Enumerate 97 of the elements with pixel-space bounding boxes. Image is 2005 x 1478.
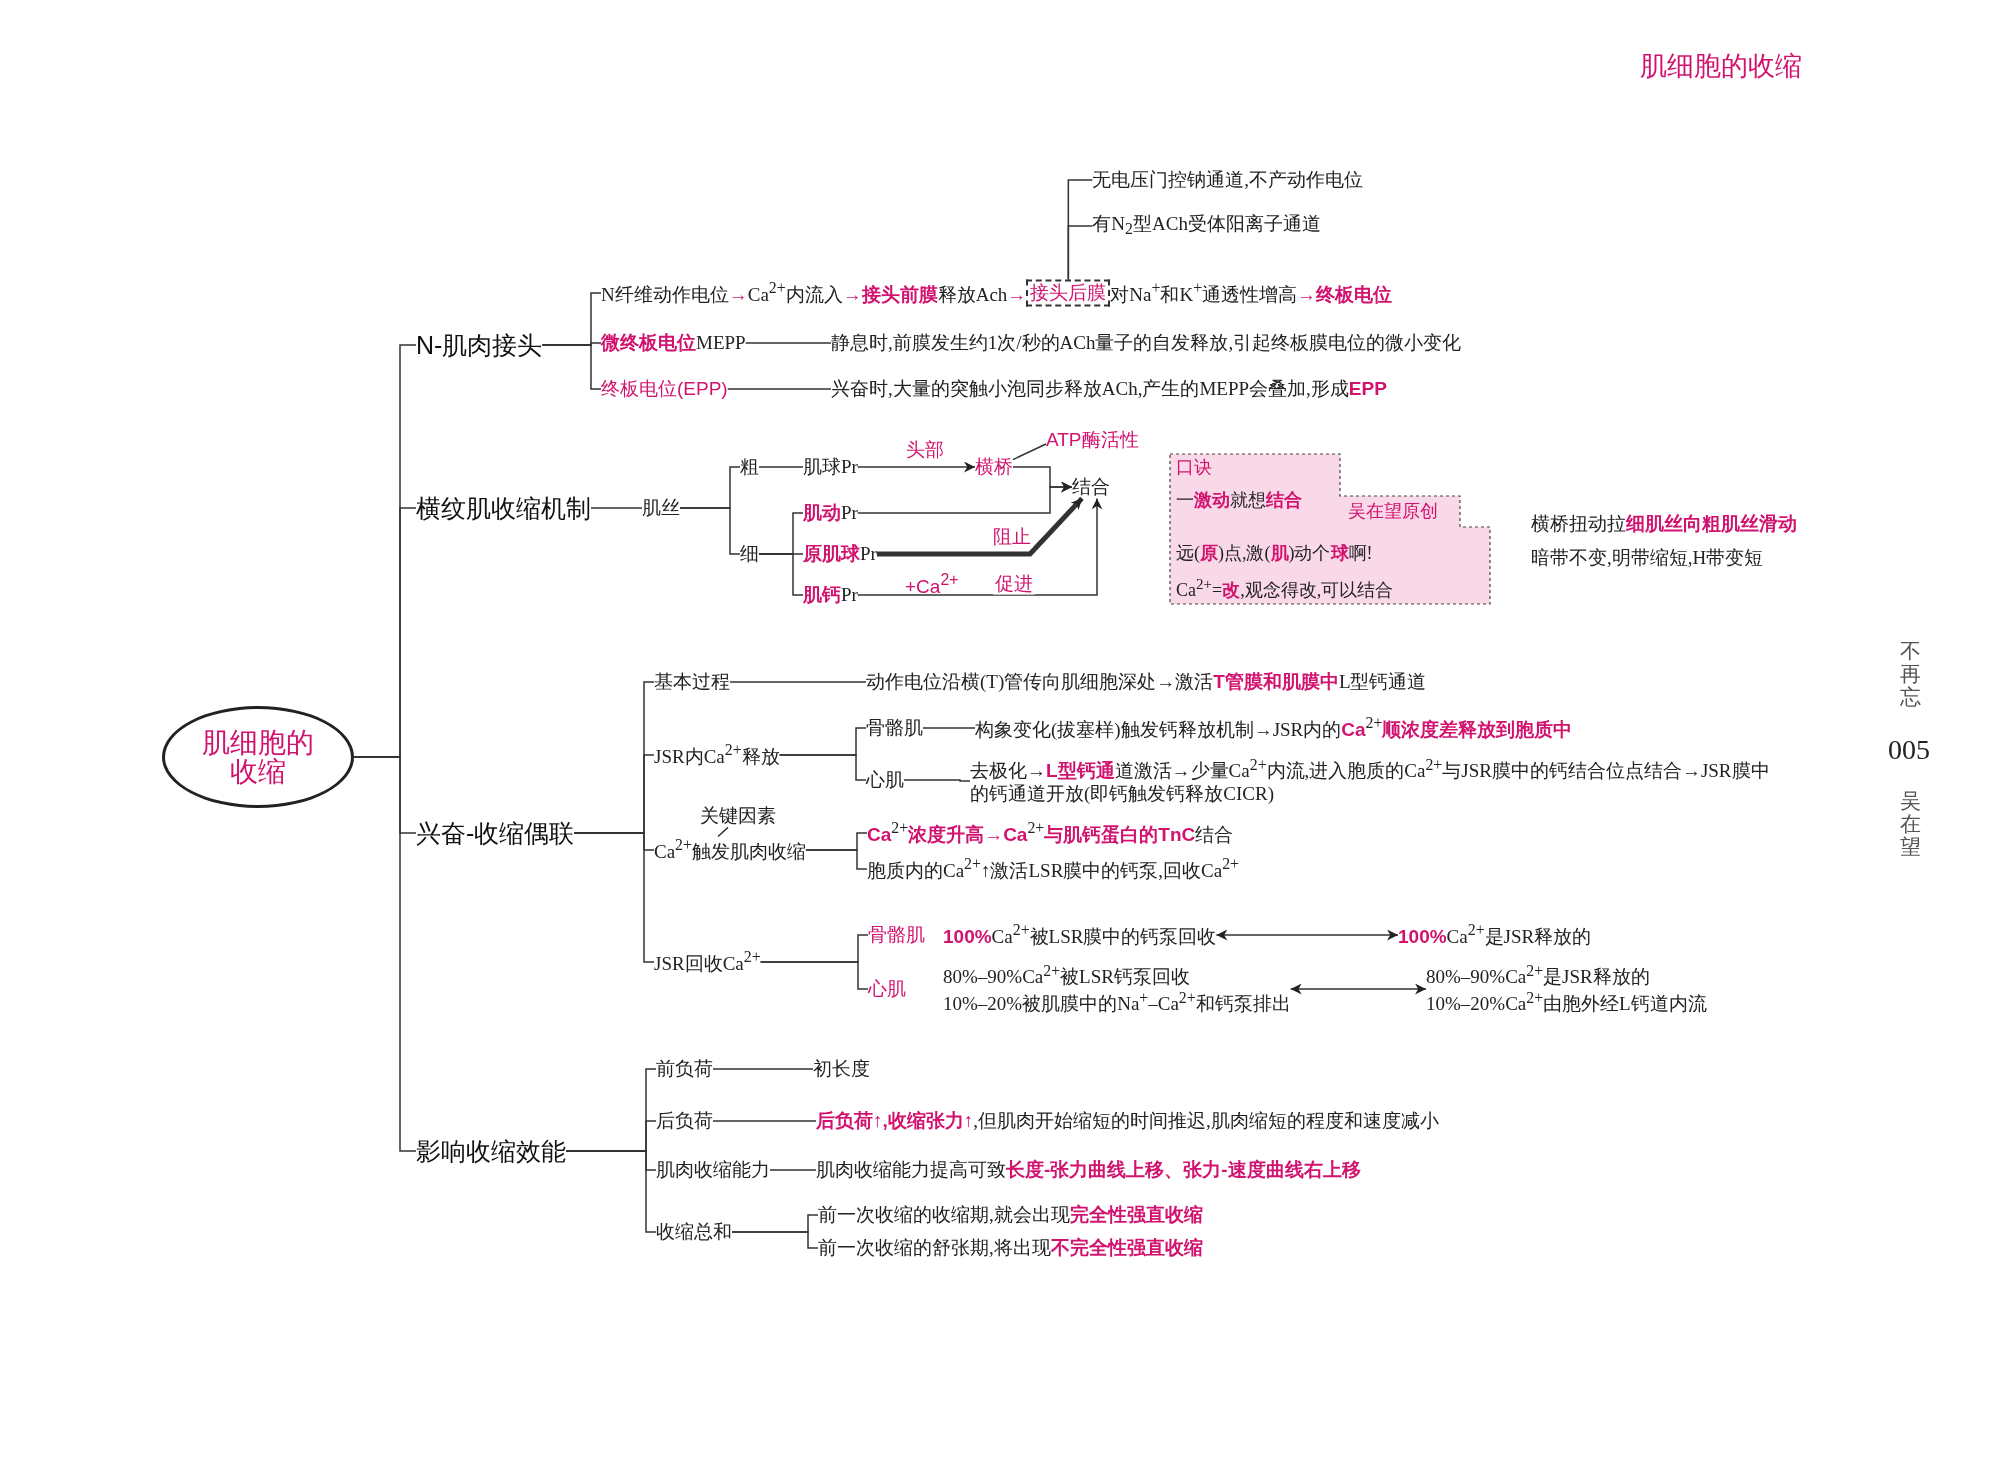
arrow (857, 497, 1103, 596)
topic-text: 肌肉收缩能力 (656, 1158, 770, 1182)
topic-text: 结合 (1072, 475, 1110, 499)
note-text: 远(原)点,激(肌)动个球啊! (1176, 543, 1373, 565)
note-text: 80%–90%Ca$^{2+}$被LSR钙泵回收 (943, 961, 1191, 989)
connector-line (565, 1150, 657, 1233)
topic-text: 口诀 (1176, 457, 1212, 479)
topic-text: 基本过程 (654, 670, 730, 694)
connector-line (778, 754, 867, 781)
branch-topic: 兴奋-收缩偶联 (416, 818, 575, 848)
annotation-text: +Ca$^{2+}$ (905, 570, 959, 599)
connector-line (541, 344, 602, 390)
double-arrow (1289, 983, 1427, 995)
topic-text: 关键因素 (700, 804, 776, 828)
side-caption: 吴在望 (1900, 790, 1921, 860)
topic-text: Ca$^{2+}$浓度升高→Ca$^{2+}$与肌钙蛋白的TnC结合 (867, 819, 1234, 847)
topic-text: 心肌 (868, 977, 906, 1001)
topic-text: N纤维动作电位→Ca$^{2+}$内流入→接头前膜释放Ach→ (601, 279, 1027, 307)
connector-line (805, 849, 868, 870)
note-text: 暗带不变,明带缩短,H带变短 (1531, 545, 1764, 570)
connector-line (1067, 225, 1094, 281)
connector-line (744, 342, 832, 344)
topic-text: 前一次收缩的收缩期,就会出现完全性强直收缩 (818, 1203, 1203, 1227)
topic-text: 肌丝 (642, 496, 680, 520)
arrow (857, 461, 976, 473)
note-text: 80%–90%Ca$^{2+}$是JSR释放的 (1426, 961, 1651, 989)
connector-line (922, 727, 976, 729)
topic-text: 粗 (740, 455, 759, 479)
topic-text: 吴在望原创 (1348, 501, 1438, 523)
topic-text: 初长度 (813, 1057, 870, 1081)
topic-text: 终板电位(EPP) (601, 377, 728, 401)
topic-text: 动作电位沿横(T)管传向肌细胞深处→激活T管膜和肌膜中L型钙通道 (866, 670, 1427, 694)
topic-text: JSR内Ca$^{2+}$释放 (654, 741, 780, 769)
topic-ellipse: 肌细胞的收缩 (162, 706, 354, 808)
connector-line (712, 1120, 817, 1122)
topic-text: ATP酶活性 (1046, 428, 1139, 452)
topic-text: 细 (740, 542, 759, 566)
note-text: 横桥扭动拉细肌丝向粗肌丝滑动 (1531, 511, 1797, 536)
topic-text: 肌动Pr (803, 501, 858, 525)
edge-label: 促进 (993, 573, 1035, 595)
edge-label: 头部 (904, 439, 946, 461)
note-text: 10%–20%Ca$^{2+}$由胞外经L钙道内流 (1426, 989, 1707, 1017)
connector-line (679, 507, 741, 555)
topic-text: 骨骼肌 (866, 716, 923, 740)
topic-text: 对Na$^{+}$和K$^{+}$通透性增高→终板电位 (1110, 279, 1393, 307)
branch-topic: N-肌肉接头 (416, 330, 543, 360)
page-number: 005 (1888, 732, 1930, 767)
topic-text: Ca$^{2+}$触发肌肉收缩 (654, 836, 806, 864)
topic-text: 去极化→L型钙通道激活→少量Ca$^{2+}$内流,进入胞质的Ca$^{2+}$与JSR膜中的钙结合位点结合→JSR膜中的钙通道开放(即钙触发钙释放CICR) (970, 756, 1770, 806)
topic-text: 前负荷 (656, 1057, 713, 1081)
topic-text: 有N$_{2}$型ACh受体阳离子通道 (1092, 212, 1321, 240)
edge-label: 阻止 (991, 526, 1033, 548)
connector-line (769, 1169, 817, 1171)
dashed-box: 接头后膜 (1026, 279, 1111, 307)
branch-topic: 横纹肌收缩机制 (416, 493, 591, 523)
topic-text: 前一次收缩的舒张期,将出现不完全性强直收缩 (818, 1236, 1203, 1260)
topic-text: 骨骼肌 (868, 923, 925, 947)
topic-text: 胞质内的Ca$^{2+}$↑激活LSR膜中的钙泵,回收Ca$^{2+}$ (867, 855, 1239, 883)
topic-text: 100%Ca$^{2+}$是JSR释放的 (1398, 921, 1592, 949)
topic-text: 横桥 (975, 455, 1013, 479)
arrow (857, 481, 1073, 514)
topic-text: 后负荷 (656, 1109, 713, 1133)
connector-line (731, 1231, 819, 1249)
connector-line (758, 553, 804, 596)
connector-line (903, 779, 971, 782)
topic-text: 收缩总和 (656, 1220, 732, 1244)
topic-text: JSR回收Ca$^{2+}$ (654, 948, 761, 976)
topic-text: 微终板电位MEPP (601, 331, 746, 355)
note-text: Ca$^{2+}$=改,观念得改,可以结合 (1176, 574, 1394, 602)
topic-text: 肌肉收缩能力提高可致长度-张力曲线上移、张力-速度曲线右上移 (816, 1158, 1361, 1182)
connector-line (573, 832, 655, 963)
arrow (876, 496, 1084, 557)
topic-text: 肌钙Pr (803, 583, 858, 607)
topic-text: 原肌球Pr (803, 542, 877, 566)
topic-text: 100%Ca$^{2+}$被LSR膜中的钙泵回收 (943, 921, 1217, 949)
connector-line (726, 388, 832, 390)
connector-line (712, 1068, 814, 1070)
connector-line (353, 756, 417, 1152)
connector-line (729, 681, 867, 683)
connector-line (717, 826, 729, 838)
connector-line (1012, 443, 1047, 461)
side-caption: 不再忘 (1900, 640, 1921, 710)
topic-text: 兴奋时,大量的突触小泡同步释放ACh,产生的MEPP会叠加,形成EPP (831, 377, 1387, 401)
connector-line (759, 961, 869, 990)
connector-line (758, 466, 804, 468)
topic-text: 构象变化(拔塞样)触发钙释放机制→JSR内的Ca$^{2+}$顺浓度差释放到胞质中 (975, 714, 1573, 742)
double-arrow (1215, 929, 1399, 941)
branch-topic: 影响收缩效能 (416, 1136, 566, 1166)
topic-text: 静息时,前膜发生约1次/秒的ACh量子的自发释放,引起终板膜电位的微小变化 (831, 331, 1462, 355)
note-text: 10%–20%被肌膜中的Na$^{+}$–Ca$^{2+}$和钙泵排出 (943, 989, 1291, 1017)
topic-text: 心肌 (866, 768, 904, 792)
page-title: 肌细胞的收缩 (1640, 50, 1802, 83)
topic-text: 后负荷↑,收缩张力↑,但肌肉开始缩短的时间推迟,肌肉缩短的程度和速度减小 (816, 1109, 1439, 1133)
note-text: 一激动就想结合 (1176, 490, 1302, 512)
connector-line (590, 507, 643, 509)
topic-text: 肌球Pr (803, 455, 858, 479)
topic-text: 无电压门控钠通道,不产动作电位 (1092, 168, 1364, 192)
